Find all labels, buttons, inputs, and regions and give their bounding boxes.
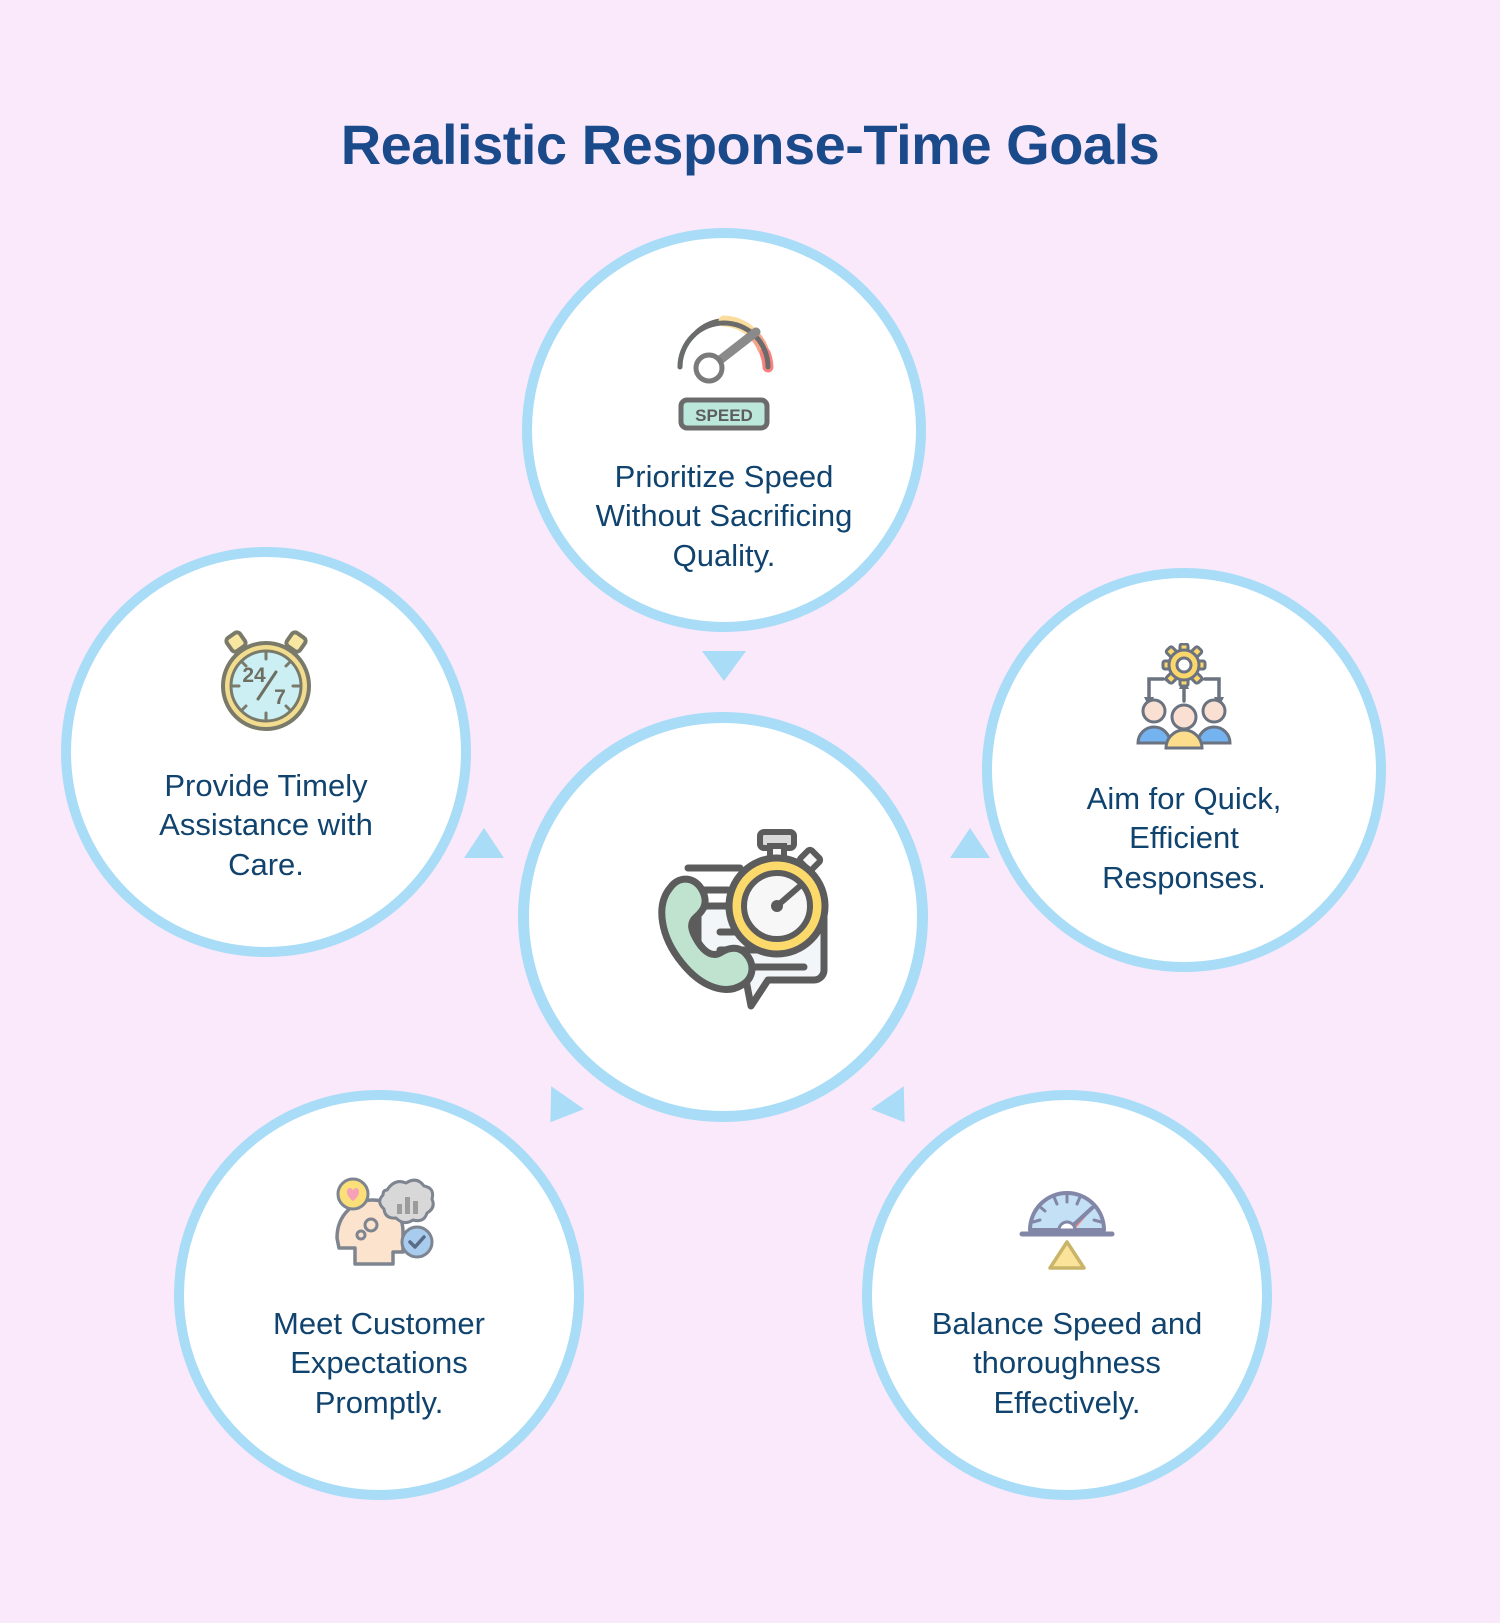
team-gear-icon [1119, 642, 1249, 753]
svg-text:7: 7 [274, 686, 286, 709]
connector-top-to-center [702, 651, 746, 681]
node-label: Prioritize Speed Without Sacrificing Qua… [595, 458, 853, 573]
24-7-stopwatch-icon: 24 7 [206, 620, 326, 740]
customer-mindset-head-icon [319, 1168, 439, 1278]
speedometer-gauge-icon [664, 285, 784, 395]
node-label: Meet Customer Expectations Promptly. [273, 1305, 485, 1420]
node-label: Aim for Quick, Efficient Responses. [1086, 780, 1282, 895]
balance-speed-scale-icon [1002, 1168, 1132, 1278]
phone-stopwatch-chat-icon [608, 810, 838, 1025]
connector-center-to-bottom-left [534, 1086, 584, 1134]
node-meet-customer-expectations[interactable]: Meet Customer Expectations Promptly. [174, 1090, 584, 1500]
node-provide-timely-assistance[interactable]: 24 7 Provide Timely Assistance with Care… [61, 547, 471, 957]
node-prioritize-speed[interactable]: SPEED Prioritize Speed Without Sacrifici… [522, 228, 926, 632]
page-title: Realistic Response-Time Goals [340, 112, 1160, 176]
node-center-response-time[interactable] [518, 712, 928, 1122]
node-balance-speed-thoroughness[interactable]: Balance Speed and thoroughness Effective… [862, 1090, 1272, 1500]
connector-right-to-center [950, 828, 990, 858]
speed-badge-text: SPEED [695, 406, 753, 425]
svg-text:24: 24 [242, 664, 266, 687]
connector-left-to-center [464, 828, 504, 858]
speed-badge: SPEED [678, 397, 770, 431]
node-label: Provide Timely Assistance with Care. [159, 767, 373, 882]
connector-center-to-bottom-right [871, 1086, 921, 1134]
node-aim-for-quick-efficient[interactable]: Aim for Quick, Efficient Responses. [982, 568, 1386, 972]
node-label: Balance Speed and thoroughness Effective… [931, 1305, 1203, 1420]
